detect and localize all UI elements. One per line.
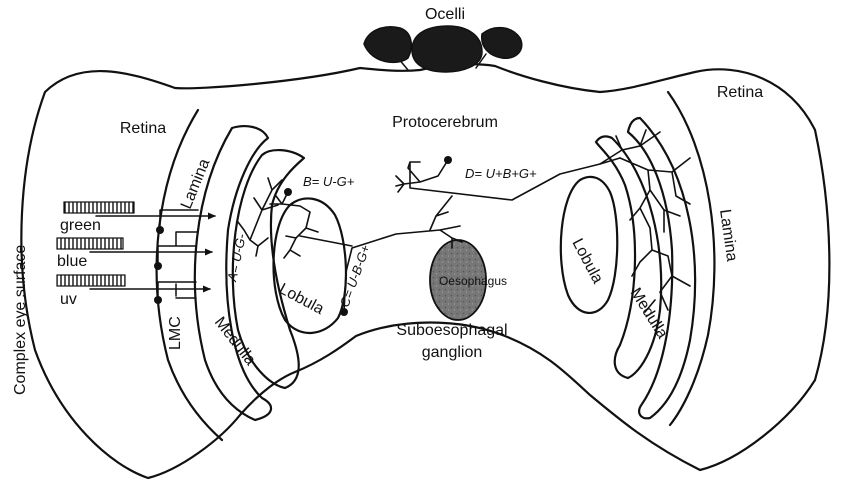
label-neuron-b: B= U-G+ xyxy=(303,174,355,189)
lmc-cell-2 xyxy=(158,232,198,264)
label-lobula-left: Lobula xyxy=(276,281,326,319)
lmc-cell-1 xyxy=(160,210,198,228)
label-lobula-right: Lobula xyxy=(568,236,606,286)
label-protocerebrum: Protocerebrum xyxy=(392,114,498,131)
retina-boundary-left xyxy=(157,110,222,440)
lmc-soma-1 xyxy=(156,226,164,234)
medulla-right xyxy=(596,136,661,378)
ocelli-group xyxy=(364,26,522,72)
label-retina-right: Retina xyxy=(717,84,763,101)
label-retina-left: Retina xyxy=(120,120,166,137)
label-suboesophagal: Suboesophagal xyxy=(396,322,507,339)
label-neuron-d: D= U+B+G+ xyxy=(465,166,537,181)
label-medulla-left: Medulla xyxy=(211,314,259,369)
ocellus-right xyxy=(482,28,522,59)
label-ganglion: ganglion xyxy=(422,344,483,361)
label-complex-eye-surface: Complex eye surface xyxy=(12,245,29,395)
label-receptor-uv: uv xyxy=(60,291,77,308)
label-lmc: LMC xyxy=(167,316,184,350)
label-lamina-right: Lamina xyxy=(716,208,740,262)
retina-boundary-right xyxy=(668,92,714,425)
lmc-soma-3 xyxy=(154,296,162,304)
ocellus-left xyxy=(364,27,411,63)
photoreceptors xyxy=(57,202,134,286)
label-neuron-c: C= U-B-G+ xyxy=(337,242,373,309)
label-ocelli: Ocelli xyxy=(425,6,465,23)
receptor-bar-uv xyxy=(57,275,125,286)
label-oesophagus: Oesophagus xyxy=(439,274,507,288)
label-receptor-blue: blue xyxy=(57,253,87,270)
receptor-bar-green xyxy=(64,202,134,213)
label-receptor-green: green xyxy=(60,217,101,234)
lmc-soma-2 xyxy=(154,262,162,270)
label-medulla-right: Medulla xyxy=(627,285,671,342)
ocellus-center xyxy=(412,26,482,72)
receptor-bar-blue xyxy=(57,238,123,249)
